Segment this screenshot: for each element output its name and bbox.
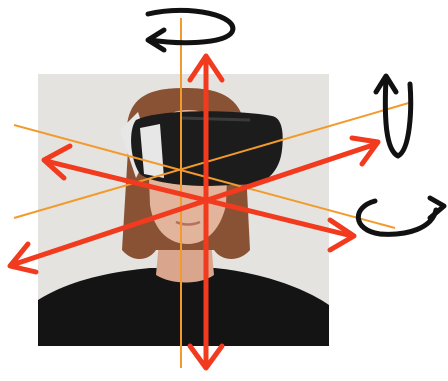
headset-highlight: [180, 118, 250, 120]
pitch-rotation-arrow: [385, 78, 410, 156]
yaw-rotation-arrow: [148, 10, 233, 42]
roll-rotation-arrow: [358, 201, 436, 234]
